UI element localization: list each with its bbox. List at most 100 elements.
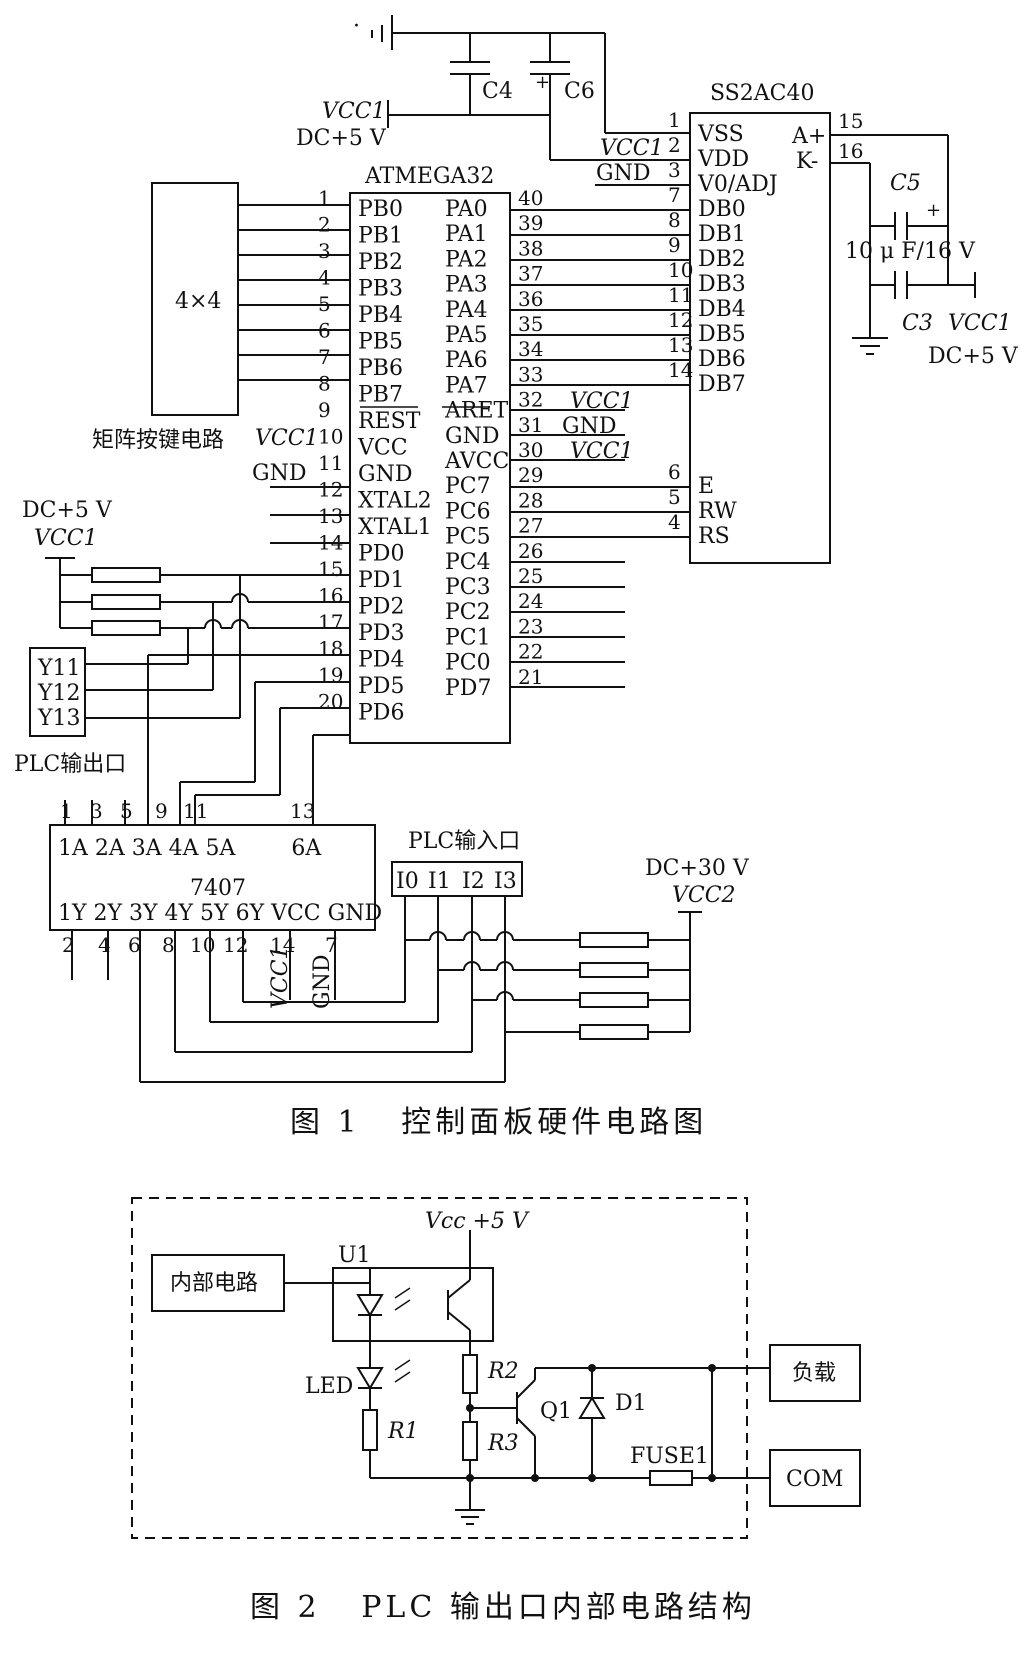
lcd-pin-name: RW — [698, 499, 737, 524]
mcu-pin-number: 33 — [518, 362, 543, 386]
mcu-pin-name: PB2 — [358, 250, 403, 275]
lcd-pin-name: DB1 — [698, 222, 746, 247]
mcu-pin-name: XTAL1 — [358, 515, 432, 540]
mcu-pin-name: PA3 — [445, 273, 488, 298]
plc-in-i0: I0 — [396, 869, 419, 894]
mcu-pin-number: 25 — [518, 564, 543, 588]
buffer-vcc1-label: VCC1 — [268, 945, 293, 1009]
vcc1-top-label: VCC1 — [322, 99, 386, 124]
com-label: COM — [786, 1467, 843, 1492]
mcu-pin-number: 4 — [318, 266, 331, 290]
buffer-pin-number: 8 — [162, 933, 175, 957]
lcd-pin-name: V0/ADJ — [697, 172, 778, 197]
mcu-pin-name: PB7 — [358, 383, 403, 408]
lcd-pin-name: VSS — [697, 122, 744, 147]
dc5v-lcd-label: DC+5 V — [928, 344, 1019, 369]
mcu-pin-name: PB3 — [358, 277, 403, 302]
mcu-pin-number: 37 — [518, 262, 543, 286]
lcd-pin-name: DB2 — [698, 247, 746, 272]
keypad: 4×4 矩阵按键电路 — [92, 182, 350, 453]
mcu-pin-name: PC4 — [445, 550, 491, 575]
mcu-pin-number: 21 — [518, 665, 543, 689]
mcu-pin-number: 30 — [518, 438, 543, 462]
buffer-pin-number: 12 — [223, 933, 248, 957]
mcu-pin-name: PC6 — [445, 499, 491, 524]
mcu-pin-name: PC0 — [445, 651, 491, 676]
mcu-pin-number: 27 — [518, 514, 543, 538]
buffer-pin-number: 3 — [90, 799, 103, 823]
mcu-pin-name: GND — [358, 462, 412, 487]
mcu-pin-number: 10 — [318, 425, 343, 449]
mcu-pin-number: 18 — [318, 637, 343, 661]
buffer-name: 7407 — [190, 876, 246, 901]
mcu-pin-name: PB1 — [358, 224, 403, 249]
mcu-pin-number: 35 — [518, 312, 543, 336]
mcu-pin-name: PD6 — [358, 701, 404, 726]
lcd-pin-number: 4 — [668, 510, 681, 534]
mcu-pin-number: 24 — [518, 589, 543, 613]
mcu-name: ATMEGA32 — [364, 164, 494, 189]
mcu-pin-name: PB4 — [358, 303, 403, 328]
lcd-pin-number: 11 — [668, 283, 693, 307]
figure-1-caption: 图 1 控制面板硬件电路图 — [290, 1105, 707, 1140]
r2-label: R2 — [487, 1359, 519, 1384]
keypad-size-label: 4×4 — [175, 289, 221, 314]
mcu-pin-number: 8 — [318, 372, 331, 396]
mcu-pin-name: ARET — [444, 399, 509, 424]
buffer-pin-number: 13 — [290, 799, 315, 823]
buffer-pin-number: 1 — [60, 799, 73, 823]
mcu-pin-name: PC1 — [445, 625, 491, 650]
mcu-pin-number: 6 — [318, 319, 331, 343]
q1-label: Q1 — [540, 1399, 572, 1424]
mcu-pin-number: 34 — [518, 337, 543, 361]
r1-label: R1 — [387, 1419, 419, 1444]
figure-1: · C4 C6 + VCC1 DC+5 V 4×4 矩阵按键电路 — [14, 14, 1019, 1140]
mcu-pin-number: 2 — [318, 213, 331, 237]
lcd-pin-name: DB6 — [698, 347, 746, 372]
dc30v-label: DC+30 V — [645, 856, 750, 881]
mcu-pin-name: GND — [445, 424, 499, 449]
lcd-pin-k-minus: K- — [796, 149, 818, 174]
plc-out-y12: Y12 — [37, 681, 81, 706]
buffer-bottom-names: 1Y 2Y 3Y 4Y 5Y 6Y VCC GND — [58, 901, 382, 926]
plc-out-y11: Y11 — [37, 656, 81, 681]
mcu-pin-name: PA2 — [445, 247, 488, 272]
mcu-pin-number: 36 — [518, 287, 543, 311]
fuse-label: FUSE1 — [630, 1444, 709, 1469]
cap-c6-plus: + — [535, 72, 550, 93]
lcd-pin-name: E — [698, 474, 714, 499]
mcu-pin-number: 28 — [518, 488, 543, 512]
mcu-pin-name: PD1 — [358, 568, 404, 593]
keypad-wires — [238, 204, 350, 381]
mcu-pin-number: 9 — [318, 398, 331, 422]
mcu-pin-number: 17 — [318, 610, 343, 634]
plc-input-section: PLC输入口 I0 I1 I2 I3 — [140, 829, 750, 1083]
internal-circuit-label: 内部电路 — [170, 1271, 258, 1296]
lcd-pin-16: 16 — [838, 139, 863, 163]
lcd-pin-number: 5 — [668, 485, 681, 509]
mcu-pin-name: PC2 — [445, 600, 491, 625]
mcu-pin-number: 38 — [518, 236, 543, 260]
gnd-symbol-label: · — [353, 14, 360, 39]
mcu-pin-number: 3 — [318, 239, 331, 263]
lcd-pin-name: RS — [698, 524, 730, 549]
buffer-7407: 7407 1A 2A 3A 4A 5A 6A 1Y 2Y 3Y 4Y 5Y 6Y… — [49, 799, 382, 1082]
keypad-caption: 矩阵按键电路 — [92, 428, 224, 453]
lcd-pin-number: 8 — [668, 208, 681, 232]
vcc1-aret-label: VCC1 — [570, 389, 634, 414]
mcu-pin-number: 26 — [518, 539, 543, 563]
mcu-pin-number: 11 — [318, 451, 343, 475]
led-label: LED — [305, 1374, 353, 1399]
vcc2-label: VCC2 — [672, 883, 736, 908]
buffer-pin-number: 6 — [128, 933, 141, 957]
gnd-pin31-label: GND — [562, 414, 616, 439]
mcu-pin-number: 7 — [318, 345, 331, 369]
cap-c5-plus: + — [926, 200, 941, 221]
mcu-right-pins: 40PA039PA138PA237PA336PA435PA534PA633PA7… — [444, 186, 543, 701]
dc5v-left-label: DC+5 V — [22, 498, 113, 523]
u1-label: U1 — [338, 1243, 371, 1268]
lcd-pin-number: 1 — [668, 108, 681, 132]
mcu-pin-number: 22 — [518, 640, 543, 664]
